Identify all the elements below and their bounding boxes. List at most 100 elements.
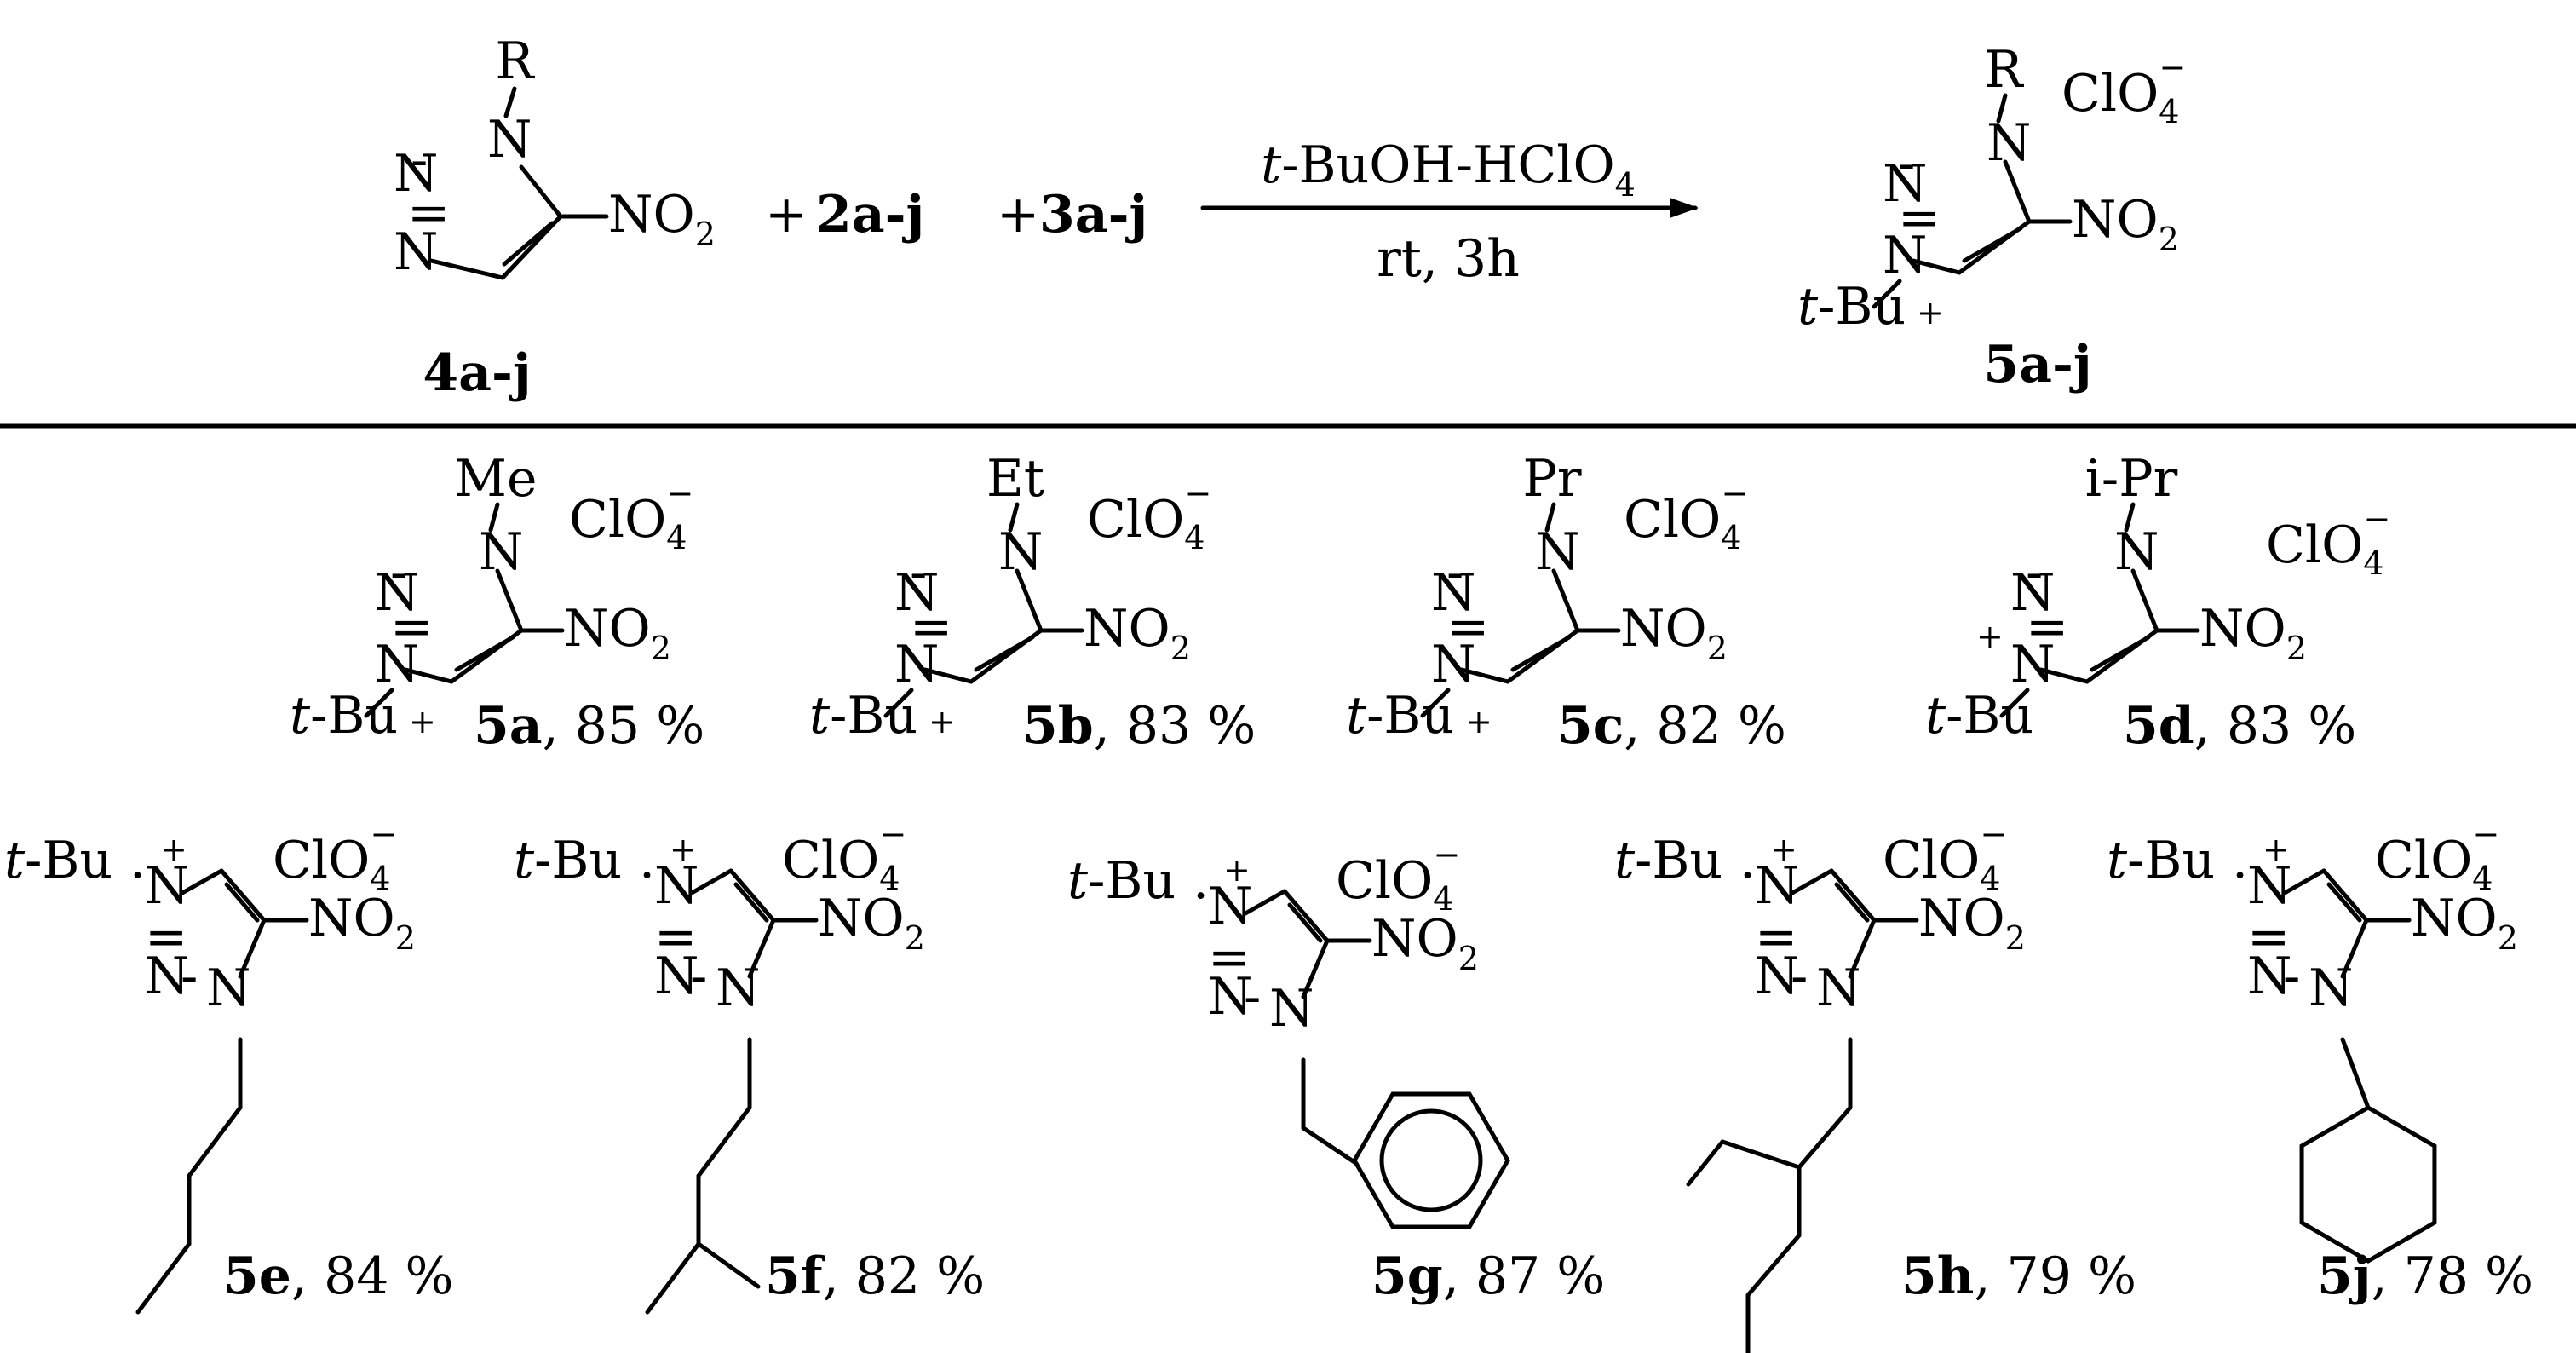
ring-nitrogen-n1: N <box>487 110 532 170</box>
compound-label-5j: 5j, 78 % <box>2317 1246 2533 1306</box>
perchlorate-anion: ClO4− <box>1883 815 2007 897</box>
ring-nitrogen-n3: N <box>1431 635 1476 694</box>
reactant-label: 4a-j <box>423 343 531 403</box>
ring-nitrogen-n2: N <box>1431 563 1476 623</box>
tbu-bond <box>1420 688 1451 718</box>
tbu-bond-dot: . <box>2232 831 2248 890</box>
bond-dash: - <box>1898 134 1915 193</box>
alkyl-chain <box>696 1241 761 1289</box>
tert-butyl-group: t-Bu <box>1797 277 1906 337</box>
nitro-group: NO2 <box>1371 909 1479 977</box>
tbu-bond <box>364 688 394 718</box>
reagent-3-label: 3a-j <box>1039 185 1147 245</box>
tert-butyl-group: t-Bu <box>514 831 622 890</box>
ring-nitrogen-n2: N <box>2010 563 2056 623</box>
ring-bond <box>1848 918 1877 979</box>
ring-nitrogen-n3: N <box>1883 226 1928 285</box>
ring-nitrogen-n2: N <box>145 947 190 1006</box>
tert-butyl-group: t-Bu <box>1067 851 1176 911</box>
bond-dash: - <box>2026 543 2043 602</box>
plus-sign-2: + <box>997 185 1039 245</box>
ring-double-bond <box>1287 902 1323 943</box>
nitro-group: NO2 <box>2199 599 2307 667</box>
tbu-bond-dot: . <box>639 831 655 890</box>
ring-bond <box>2340 918 2369 979</box>
ring-bond <box>1301 938 1330 999</box>
ring-nitrogen-n2: N <box>2247 947 2292 1006</box>
bond-dash: - <box>181 947 198 1006</box>
positive-charge: + <box>2263 831 2290 868</box>
bond-dash: - <box>1446 543 1463 602</box>
bond-dash: - <box>1791 947 1808 1006</box>
positive-charge: + <box>670 831 697 868</box>
positive-charge: + <box>1917 294 1944 331</box>
compound-label-5h: 5h, 79 % <box>1901 1246 2136 1306</box>
tbu-bond-dot: . <box>1739 831 1756 890</box>
reactant-substituent-r: R <box>495 32 535 91</box>
ring-double-bond <box>1962 226 2023 263</box>
ring-nitrogen-n3: N <box>2010 635 2056 694</box>
ring-bond <box>1551 568 1580 633</box>
tbu-bond-dot: . <box>1193 851 1209 911</box>
double-bond-sign: = <box>910 597 952 657</box>
tert-butyl-group: t-Bu <box>1925 686 2033 746</box>
positive-charge: + <box>1770 831 1797 868</box>
compound-label-5d: 5d, 83 % <box>2123 696 2356 756</box>
bond-dash: - <box>1244 967 1261 1027</box>
n1-substituent: Me <box>455 449 538 509</box>
tert-butyl-group: t-Bu <box>1346 686 1454 746</box>
ring-nitrogen-n2: N <box>1208 967 1253 1027</box>
ring-bond <box>219 868 267 923</box>
benzyl-ch2 <box>1301 1126 1357 1165</box>
double-bond-sign: = <box>1898 188 1941 248</box>
alkyl-chain <box>1797 1105 1853 1170</box>
perchlorate-anion: ClO4− <box>569 475 693 556</box>
ring-bond <box>1015 568 1044 633</box>
compound-label-5b: 5b, 83 % <box>1022 696 1256 756</box>
ring-bond <box>2321 868 2369 923</box>
ring-nitrogen-n3: N <box>1208 877 1253 936</box>
substituent-bond <box>503 86 517 118</box>
substituent-bond <box>1544 502 1556 533</box>
tert-butyl-group: t-Bu <box>1614 831 1722 890</box>
alkyl-chain <box>1720 1139 1802 1170</box>
double-bond-sign: = <box>2026 597 2068 657</box>
arrow-conditions-top: t-BuOH-HClO4 <box>1261 135 1636 204</box>
substituent-bond <box>1996 93 2008 124</box>
ring-double-bond <box>974 635 1035 672</box>
nitro-group: NO2 <box>2072 190 2179 258</box>
double-bond-sign: = <box>390 597 433 657</box>
nitro-group: NO2 <box>608 185 716 253</box>
tert-butyl-group: t-Bu <box>290 686 398 746</box>
plus-sign-1: + <box>765 185 808 245</box>
bond-dash: - <box>390 543 407 602</box>
ring-nitrogen-n1: N <box>1987 113 2032 173</box>
positive-charge: + <box>929 703 956 740</box>
reagent-2-label: 2a-j <box>816 185 924 245</box>
ring-nitrogen-n3: N <box>145 856 190 916</box>
ring-nitrogen-n3: N <box>1755 856 1800 916</box>
perchlorate-anion: ClO4− <box>782 815 906 897</box>
ring-double-bond <box>1510 635 1572 672</box>
ring-bond <box>2130 568 2159 633</box>
ring-bond <box>1911 258 1962 275</box>
positive-charge: + <box>1465 703 1492 740</box>
ring-nitrogen-n3: N <box>894 635 940 694</box>
ring-double-bond <box>224 882 260 923</box>
perchlorate-anion: ClO4− <box>1624 475 1748 556</box>
nitro-group: NO2 <box>1620 599 1728 667</box>
cyclohexyl-bond <box>2340 1037 2371 1110</box>
ring-bond <box>747 918 776 979</box>
tert-butyl-group: t-Bu <box>4 831 112 890</box>
ring-nitrogen-n2: N <box>375 563 420 623</box>
phenyl-ring <box>1352 1091 1510 1229</box>
ring-nitrogen-n2: N <box>1755 947 1800 1006</box>
ring-bond <box>728 868 776 923</box>
perchlorate-anion: ClO4− <box>273 815 397 897</box>
positive-charge: + <box>1976 618 2004 655</box>
cyclohexyl-ring <box>2299 1105 2437 1264</box>
tert-butyl-group: t-Bu <box>2107 831 2215 890</box>
perchlorate-anion: ClO4− <box>2061 49 2186 130</box>
ring-bond <box>180 868 224 895</box>
